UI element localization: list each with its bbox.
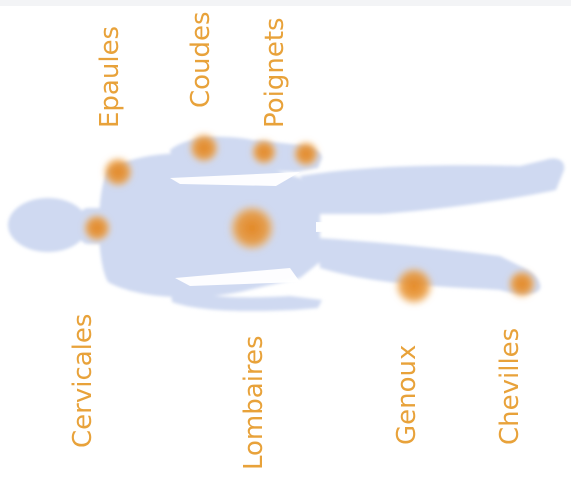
spot-genoux	[395, 267, 433, 305]
leg-gap	[316, 222, 470, 232]
spot-lombaires	[229, 205, 275, 251]
label-poignets: Poignets	[262, 17, 288, 128]
label-epaules: Epaules	[97, 26, 123, 128]
leg-top	[300, 158, 564, 214]
spot-poignets-2	[293, 141, 319, 167]
label-cervicales: Cervicales	[70, 314, 96, 448]
label-coudes: Coudes	[188, 11, 214, 108]
spot-cervicales	[83, 214, 111, 242]
top-edge	[0, 0, 571, 6]
label-genoux: Genoux	[394, 345, 420, 445]
label-lombaires: Lombaires	[241, 335, 267, 470]
spot-coudes	[189, 133, 219, 163]
head	[8, 198, 88, 252]
spot-poignets-1	[251, 139, 277, 165]
spot-epaules	[103, 157, 133, 187]
label-chevilles: Chevilles	[497, 328, 523, 445]
spot-chevilles	[508, 270, 536, 298]
